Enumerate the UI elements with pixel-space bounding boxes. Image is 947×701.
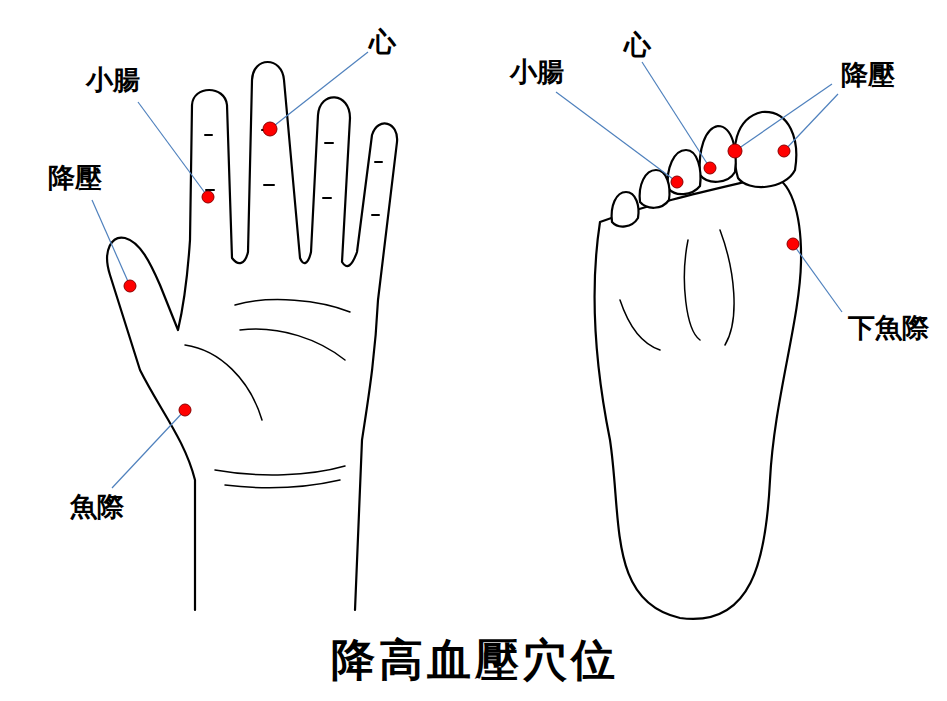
wrist-crease [215, 466, 345, 475]
acupoint-label: 降壓 [48, 163, 102, 193]
acupoint-dot [124, 122, 799, 416]
hand-outline [107, 62, 397, 610]
sole-line [684, 240, 700, 340]
sole-line [620, 300, 660, 350]
palm-crease [185, 345, 262, 420]
finger-crease [205, 130, 382, 215]
acupoint-label: 下魚際 [848, 313, 929, 343]
palm-crease [235, 300, 350, 312]
acupoint-label: 小腸 [510, 57, 564, 87]
acupoint-label: 心 [624, 30, 651, 60]
sole-line [720, 230, 734, 345]
toes [612, 112, 797, 227]
acupoint-label: 降壓 [841, 60, 895, 90]
acupoint-label: 魚際 [70, 492, 124, 522]
leader-line [92, 52, 842, 488]
palm-crease [240, 329, 345, 360]
foot-outline [595, 176, 801, 619]
diagram-title: 降高血壓穴位 [331, 631, 619, 690]
wrist-crease [225, 480, 340, 488]
acupoint-label: 心 [369, 27, 396, 57]
acupoint-label: 小腸 [86, 65, 140, 95]
